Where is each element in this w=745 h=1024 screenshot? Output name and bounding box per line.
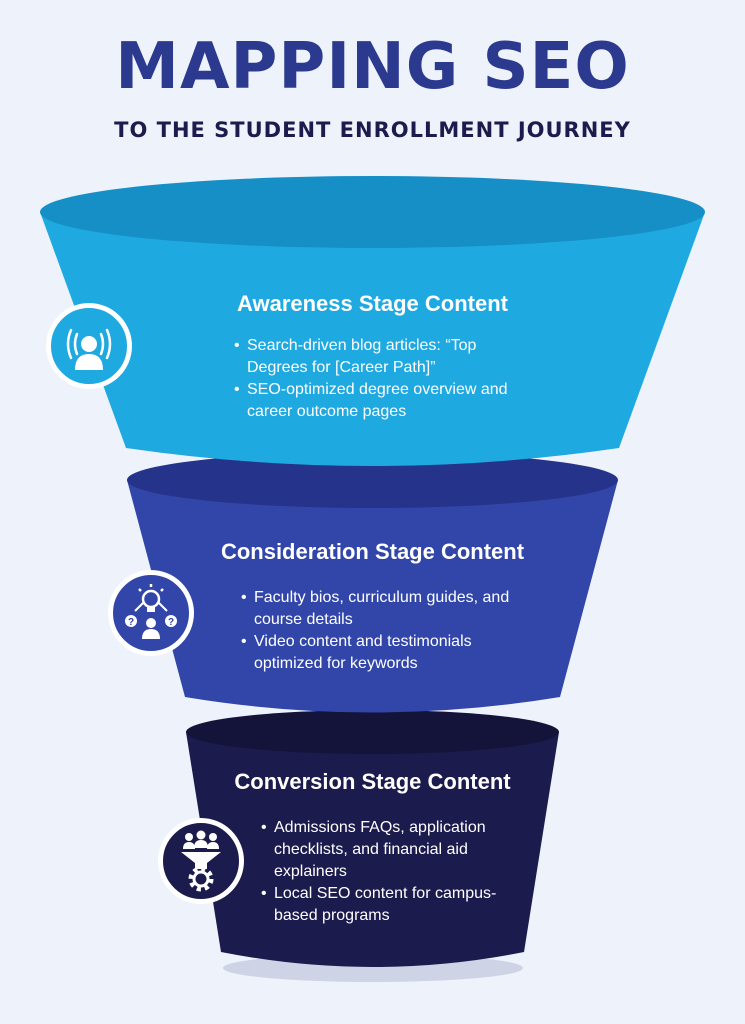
page-subtitle: TO THE STUDENT ENROLLMENT JOURNEY xyxy=(114,118,631,142)
conversion-stage-title: Conversion Stage Content xyxy=(234,769,511,794)
awareness-bullet-1: Search-driven blog articles: “Top Degree… xyxy=(234,335,524,379)
consideration-stage-rim xyxy=(127,452,618,508)
awareness-icon-badge xyxy=(46,303,132,389)
svg-text:?: ? xyxy=(128,617,134,628)
svg-text:?: ? xyxy=(168,617,174,628)
conversion-stage-rim xyxy=(186,710,559,754)
group-funnel-gear-icon xyxy=(181,830,221,892)
consideration-stage-title: Consideration Stage Content xyxy=(220,539,525,564)
awareness-bullet-2: SEO-optimized degree overview and career… xyxy=(234,379,524,423)
awareness-bullet-list: Search-driven blog articles: “Top Degree… xyxy=(234,335,524,423)
consideration-icon-badge: ? ? xyxy=(108,570,194,656)
consideration-bullet-1: Faculty bios, curriculum guides, and cou… xyxy=(241,587,511,631)
conversion-bullet-1: Admissions FAQs, application checklists,… xyxy=(261,817,501,883)
consideration-bullet-list: Faculty bios, curriculum guides, and cou… xyxy=(241,587,511,675)
awareness-stage-rim xyxy=(40,176,705,248)
conversion-bullet-2: Local SEO content for campus-based progr… xyxy=(261,883,501,927)
person-broadcast-icon xyxy=(66,328,112,370)
conversion-bullet-list: Admissions FAQs, application checklists,… xyxy=(261,817,501,927)
awareness-stage-title: Awareness Stage Content xyxy=(236,291,508,316)
lightbulb-questions-icon: ? ? xyxy=(125,584,177,639)
page-title: MAPPING SEO xyxy=(115,30,630,104)
consideration-bullet-2: Video content and testimonials optimized… xyxy=(241,631,511,675)
conversion-icon-badge xyxy=(158,818,244,904)
